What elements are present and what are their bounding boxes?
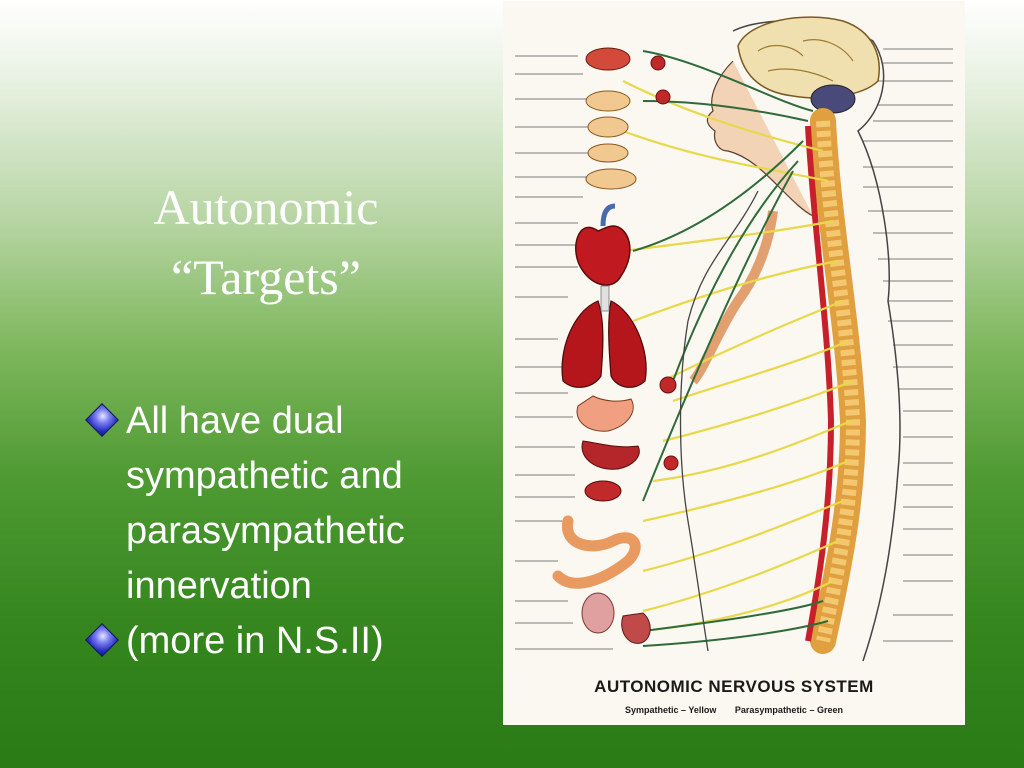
left-label-lines (515, 55, 613, 650)
right-label-lines (863, 48, 953, 642)
bullet-list: All have dual sympathetic and parasympat… (85, 394, 486, 669)
poster-legend: Sympathetic – Yellow Parasympathetic – G… (503, 705, 965, 715)
bullet-item-1: All have dual sympathetic and parasympat… (85, 394, 486, 614)
slide-title: Autonomic “Targets” (96, 172, 436, 312)
diamond-bullet-icon (85, 403, 119, 437)
autonomic-nervous-system-poster: AUTONOMIC NERVOUS SYSTEM Sympathetic – Y… (503, 1, 965, 725)
intestine-organ (552, 515, 641, 589)
kidney-organ (584, 480, 622, 502)
legend-sympathetic: Sympathetic – Yellow (625, 705, 717, 715)
liver-organ (581, 440, 640, 470)
reproductive-organ (621, 612, 651, 644)
heart-organ (575, 203, 631, 286)
brain-shape (737, 16, 880, 99)
bullet-item-2: (more in N.S.II) (85, 614, 486, 669)
lungs-organ (561, 285, 647, 388)
gland-organs (585, 90, 637, 190)
bullet-text-1: All have dual sympathetic and parasympat… (126, 400, 405, 607)
eye-organ (585, 47, 631, 71)
spinal-column (805, 108, 867, 654)
poster-title: AUTONOMIC NERVOUS SYSTEM (594, 677, 874, 696)
trunk-outline (679, 190, 759, 652)
title-line-1: Autonomic (153, 179, 379, 235)
legend-parasympathetic: Parasympathetic – Green (734, 705, 843, 715)
title-line-2: “Targets” (171, 249, 361, 305)
sympathetic-nerves (622, 80, 854, 633)
parasympathetic-nerves (632, 50, 829, 647)
face-profile (706, 60, 814, 217)
diamond-bullet-icon (85, 623, 119, 657)
anatomy-illustration (515, 16, 953, 662)
esophagus (689, 210, 778, 385)
stomach-organ (576, 395, 634, 432)
bladder-organ (581, 592, 615, 634)
bullet-text-2: (more in N.S.II) (126, 620, 384, 662)
